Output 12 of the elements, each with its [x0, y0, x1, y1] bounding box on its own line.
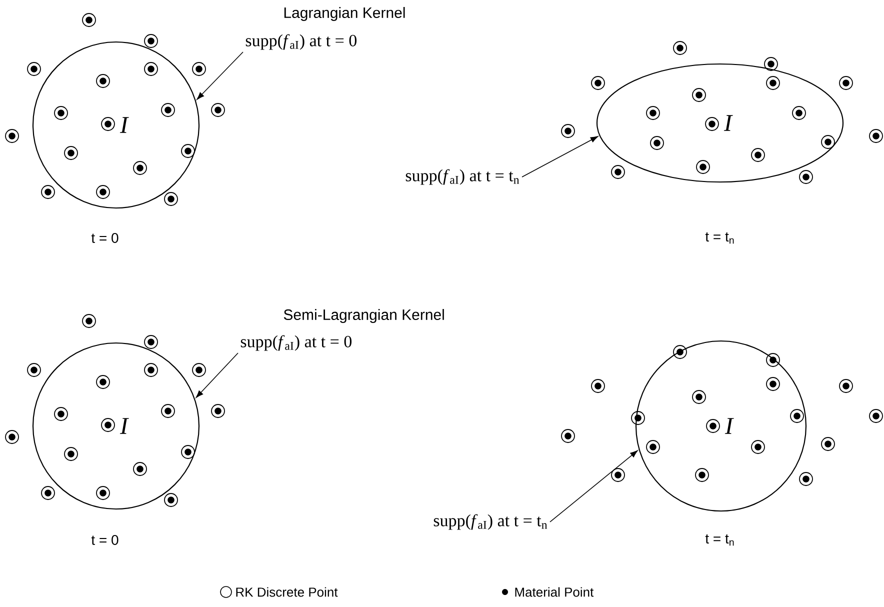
support-label: supp(f$_{aI}$) at t = 0	[240, 335, 352, 351]
leader-arrow	[196, 352, 238, 398]
legend-label: RK Discrete Point	[236, 587, 338, 597]
leader-arrow	[550, 450, 638, 522]
support-label: supp(f$_{aI}$) at t = 0	[246, 34, 357, 50]
leader-arrow	[196, 52, 244, 100]
panel-title: Lagrangian Kernel	[284, 7, 405, 21]
legend-label: Material Point	[515, 587, 594, 597]
support-label: supp(f$_{aI}$) at t = t$_{n}$	[406, 169, 520, 185]
leader-arrow	[522, 136, 598, 178]
panel-title: Semi-Lagrangian Kernel	[284, 309, 444, 323]
support-label: supp(f$_{aI}$) at t = t$_{n}$	[434, 514, 548, 530]
